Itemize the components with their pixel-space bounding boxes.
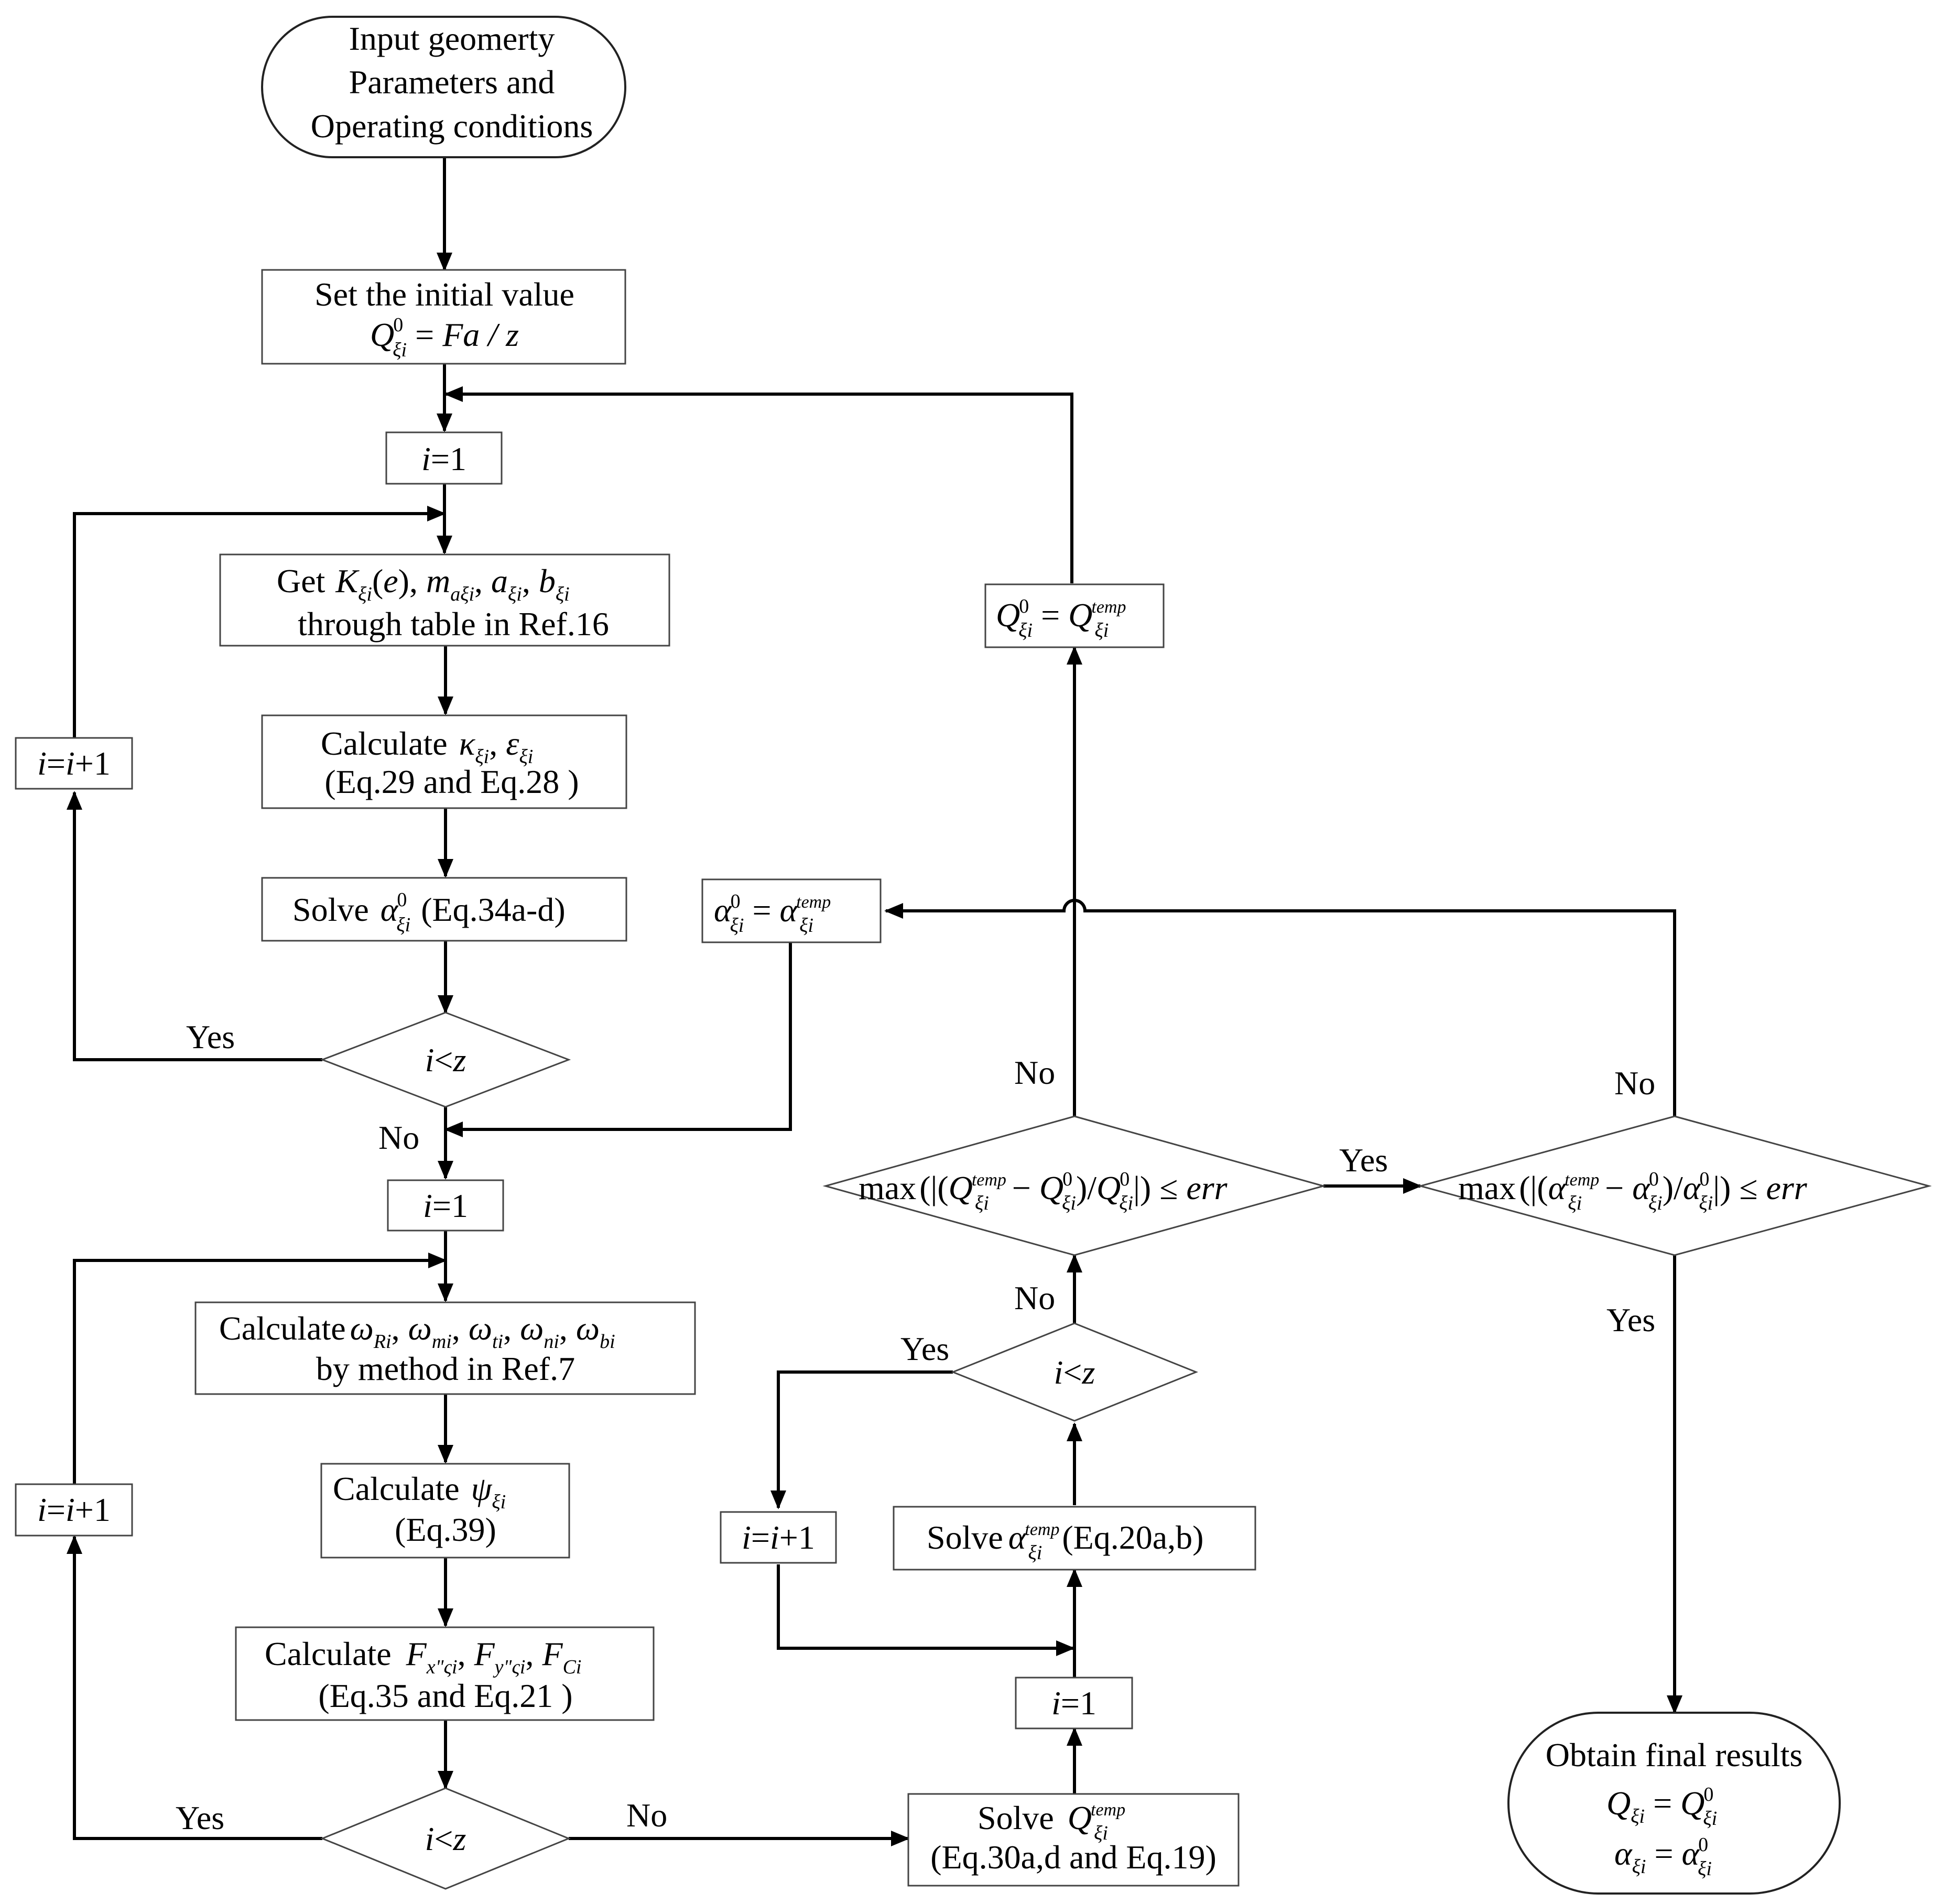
start-line-1: Input geomerty (349, 20, 555, 57)
label-yes-cond2: Yes (1606, 1301, 1655, 1339)
label-yes-dec2: Yes (176, 1799, 224, 1836)
increment-3-text: i=i+1 (742, 1519, 815, 1556)
get-params-line-2: through table in Ref.16 (298, 605, 609, 643)
decision-i-lt-z-2: i<z (320, 1787, 571, 1890)
arrow-dec3-yes (770, 1370, 953, 1509)
start-terminal: Input geomerty Parameters and Operating … (261, 16, 626, 158)
label-yes-dec1: Yes (186, 1018, 235, 1056)
increment-1-text: i=i+1 (37, 745, 111, 782)
decision-i-lt-z-1: i<z (320, 1011, 571, 1108)
arrow-dec2-yes (67, 1535, 322, 1840)
arrow-update-q-loop (444, 386, 1073, 583)
branch-labels: Yes No Yes No Yes No No Yes No Yes (176, 1018, 1655, 1836)
assign-i1-box: i=1 (385, 431, 503, 485)
calc-kappa-line-2: (Eq.29 and Eq.28 ) (324, 763, 579, 800)
assign-i1-text: i=1 (421, 440, 466, 477)
decision-3-text: i<z (1054, 1354, 1095, 1391)
assign-i1-box-3: i=1 (1015, 1677, 1133, 1729)
start-line-3: Operating conditions (311, 107, 593, 145)
arrow-inc-to-get (73, 506, 446, 738)
assign-i1-2-text: i=1 (423, 1187, 468, 1224)
label-no-cond1: No (1014, 1054, 1055, 1091)
start-line-2: Parameters and (349, 63, 555, 101)
label-no-dec3: No (1014, 1279, 1055, 1317)
decision-i-lt-z-3: i<z (950, 1322, 1199, 1422)
end-line-1: Obtain final results (1546, 1736, 1803, 1774)
calc-force-line-2: (Eq.35 and Eq.21 ) (318, 1677, 572, 1714)
init-line-1: Set the initial value (314, 276, 574, 313)
calc-omega-line-2: by method in Ref.7 (316, 1350, 575, 1387)
increment-i-box-3: i=i+1 (720, 1511, 837, 1564)
label-yes-cond1: Yes (1339, 1141, 1388, 1179)
assign-i1-box-2: i=1 (387, 1179, 504, 1232)
arrow-inc2-to-calc2 (73, 1253, 447, 1507)
arrow-cond2-no (884, 899, 1676, 1116)
decision-2-text: i<z (425, 1820, 466, 1857)
arrow-inc3-to-solve20 (777, 1564, 1075, 1656)
solve-q-temp-line-2: (Eq.30a,d and Eq.19) (930, 1838, 1217, 1876)
calc-psi-line-2: (Eq.39) (395, 1511, 496, 1548)
connectors (67, 157, 1682, 1846)
decision-1-text: i<z (425, 1041, 466, 1079)
increment-i-box-2: i=i+1 (15, 1483, 133, 1537)
arrow-alpha-to-i1 (444, 942, 792, 1137)
label-no-cond2: No (1614, 1064, 1655, 1102)
label-yes-dec3: Yes (900, 1330, 949, 1367)
label-no-dec1: No (378, 1119, 419, 1156)
increment-2-text: i=i+1 (37, 1491, 111, 1528)
assign-i1-3-text: i=1 (1051, 1684, 1096, 1722)
increment-i-box-1: i=i+1 (15, 737, 133, 790)
arrow-dec1-yes (67, 791, 322, 1061)
label-no-dec2: No (626, 1797, 667, 1834)
